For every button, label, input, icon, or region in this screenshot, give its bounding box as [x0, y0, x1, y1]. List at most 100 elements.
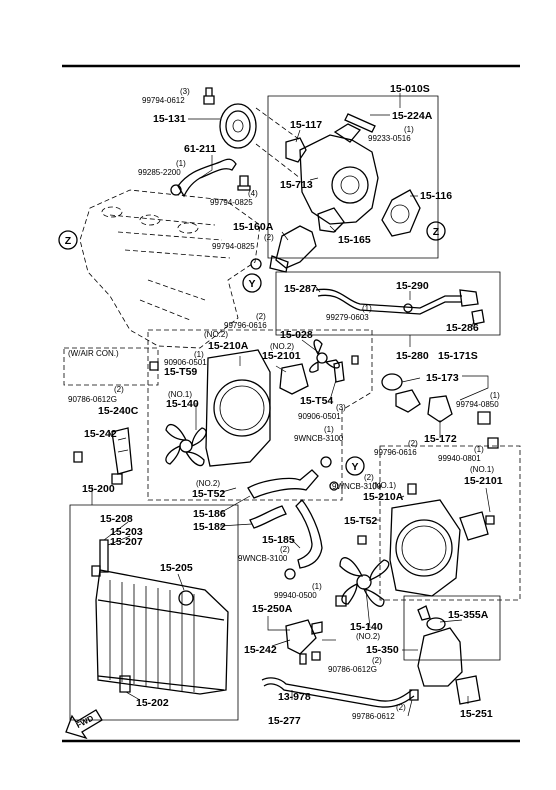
bracket-15-250a	[285, 619, 323, 665]
fan-blades-no2-lower	[339, 557, 390, 607]
label-15-173: 15-173	[426, 372, 459, 384]
label-15-116: 15-116	[420, 190, 452, 202]
qty-9wncb-3100-c: (2)	[280, 545, 290, 554]
label-15-287: 15-287	[284, 283, 317, 295]
label-15-131: 15-131	[153, 113, 186, 125]
no2-tag-d: (NO.2)	[356, 632, 380, 641]
label-15-205: 15-205	[160, 562, 193, 574]
qty-90906-0501-a: (1)	[194, 350, 204, 359]
bypass-pipe-assembly	[275, 271, 501, 336]
pn-99794-0825-b: 99794-0825	[212, 242, 255, 251]
label-15-250a: 15-250A	[252, 603, 293, 615]
qty-99940-0500: (1)	[312, 582, 322, 591]
pn-99794-0612: 99794-0612	[142, 96, 185, 105]
qty-99786-0612: (2)	[396, 703, 406, 712]
pn-99794-0850: 99794-0850	[456, 400, 499, 409]
marker-z-right-label: Z	[433, 226, 440, 238]
label-15-140-upper: 15-140	[166, 398, 199, 410]
label-61-211: 61-211	[184, 143, 216, 155]
label-15-185: 15-185	[262, 534, 295, 546]
clip-90906-0501	[149, 361, 159, 371]
label-15-242-upper: 15-242	[84, 428, 117, 440]
marker-y-mid: Y	[345, 456, 365, 476]
air-con-box	[63, 347, 159, 386]
qty-99285-2200: (1)	[176, 159, 186, 168]
pn-99233-0516: 99233-0516	[368, 134, 411, 143]
pn-9wncb-3100-b: 9WNCB-3100	[332, 482, 382, 491]
marker-z-left-label: Z	[65, 235, 72, 247]
radiator-hoses	[247, 456, 339, 580]
label-15-182: 15-182	[193, 521, 226, 533]
label-15-350: 15-350	[366, 644, 399, 656]
forward-arrow-label: FWD	[75, 713, 96, 730]
label-15-t52-lower: 15-T52	[344, 515, 377, 527]
label-15-251: 15-251	[460, 708, 493, 720]
qty-9wncb-3100-b: (2)	[364, 473, 374, 482]
qty-9wncb-3100-a: (1)	[324, 425, 334, 434]
qty-99794-0825-b: (2)	[264, 233, 274, 242]
bolt-99794-0825	[237, 175, 251, 191]
part-labels: 15-010S 15-224A 15-131 15-117 15-713 15-…	[82, 83, 503, 727]
fan-blades-no1-upper	[165, 423, 207, 467]
pn-99279-0603: 99279-0603	[326, 313, 369, 322]
no1-tag-a: (NO.1)	[168, 390, 192, 399]
pn-90906-0501-b: 90906-0501	[298, 412, 341, 421]
pn-99796-0616-a: 99796-0616	[224, 321, 267, 330]
pn-99940-0801: 99940-0801	[438, 454, 481, 463]
label-15-010s: 15-010S	[390, 83, 430, 95]
no2-tag-c: (NO.2)	[196, 479, 220, 488]
no2-tag-a: (NO.2)	[204, 330, 228, 339]
fan-15-028	[309, 339, 340, 373]
qty-99233-0516: (1)	[404, 125, 414, 134]
label-15-210a-lower: 15-210A	[363, 491, 404, 503]
label-15-t59: 15-T59	[164, 366, 197, 378]
qty-99794-0850: (1)	[490, 391, 500, 400]
label-15-172: 15-172	[424, 433, 457, 445]
label-15-207: 15-207	[110, 536, 143, 548]
label-15-186: 15-186	[193, 508, 226, 520]
qty-99794-0825-a: (4)	[248, 189, 258, 198]
label-15-224a: 15-224A	[392, 110, 433, 122]
label-15-2101-upper: 15-2101	[262, 350, 301, 362]
pn-99285-2200: 99285-2200	[138, 168, 181, 177]
qty-99796-0616-a: (2)	[256, 312, 266, 321]
label-15-200: 15-200	[82, 483, 115, 495]
lower-fan-assembly	[335, 445, 521, 607]
qty-90786-0612g-b: (2)	[372, 656, 382, 665]
label-15-028: 15-028	[280, 329, 313, 341]
label-15-208: 15-208	[100, 513, 133, 525]
overflow-hose	[261, 677, 415, 708]
upper-fan-assembly	[147, 329, 373, 501]
label-15-2101-lower: 15-2101	[464, 475, 503, 487]
radiator-assembly	[69, 504, 239, 721]
qty-90786-0612g-a: (2)	[114, 385, 124, 394]
thermostat-15-171s	[381, 373, 499, 449]
bolt-99794-0612	[203, 87, 215, 105]
pn-99786-0612: 99786-0612	[352, 712, 395, 721]
label-15-171s: 15-171S	[438, 350, 478, 362]
label-15-t52-upper: 15-T52	[192, 488, 225, 500]
no1-tag-b: (NO.1)	[470, 465, 494, 474]
pn-99794-0825-a: 99794-0825	[210, 198, 253, 207]
marker-z-right: Z	[426, 221, 446, 241]
label-15-210a-upper: 15-210A	[208, 340, 249, 352]
air-con-tag: (W/AIR CON.)	[68, 349, 119, 358]
label-15-160a: 15-160A	[233, 221, 274, 233]
label-15-202: 15-202	[136, 697, 169, 709]
qty-99796-0616-b: (2)	[408, 439, 418, 448]
label-15-240c: 15-240C	[98, 405, 139, 417]
marker-y-mid-label: Y	[351, 461, 358, 473]
water-pump-assembly	[267, 95, 439, 259]
qty-99940-0801: (1)	[474, 445, 484, 454]
reservoir-assembly	[403, 595, 501, 705]
no2-tag-b: (NO.2)	[270, 342, 294, 351]
engine-block	[79, 189, 261, 349]
label-15-713: 15-713	[280, 179, 313, 191]
label-15-355a: 15-355A	[448, 609, 489, 621]
leader-lines	[91, 93, 491, 717]
qty-99279-0603: (1)	[362, 304, 372, 313]
marker-y-top-label: Y	[248, 278, 255, 290]
no1-tag-c: (NO.1)	[372, 481, 396, 490]
qty-90906-0501-b: (3)	[336, 403, 346, 412]
